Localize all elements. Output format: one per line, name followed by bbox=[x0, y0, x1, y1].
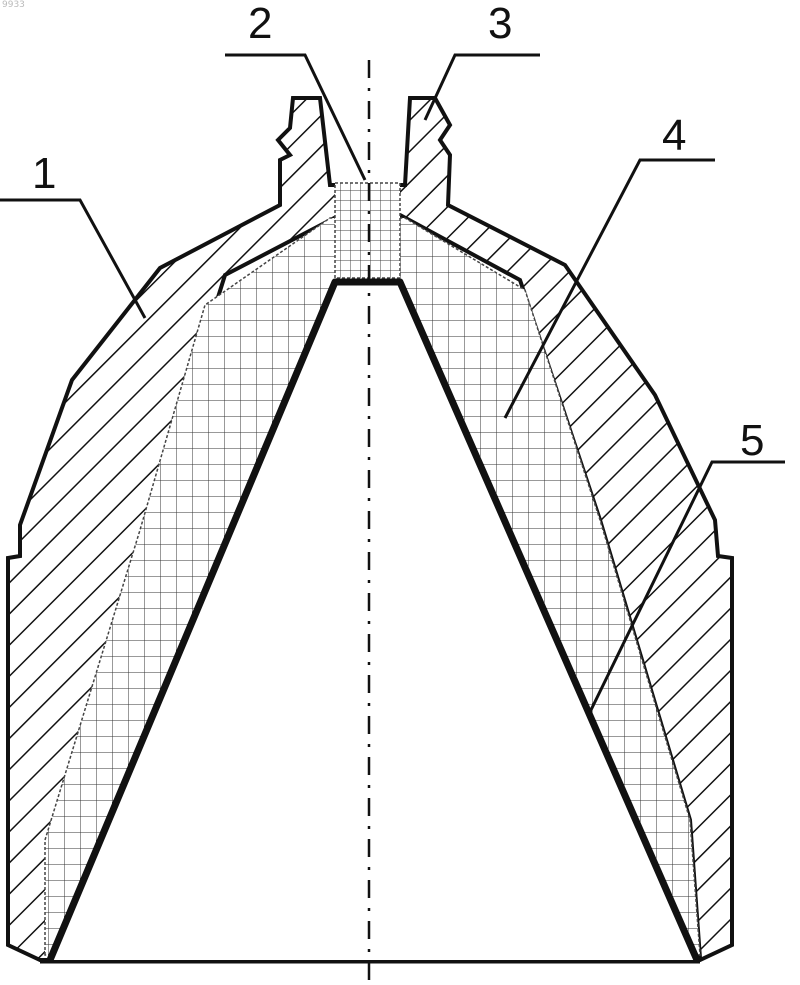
callout-1-leader bbox=[0, 200, 145, 318]
callout-2-number: 2 bbox=[248, 0, 272, 48]
center-plug-section bbox=[335, 183, 400, 278]
callout-3-number: 3 bbox=[488, 0, 512, 48]
callout-1-number: 1 bbox=[32, 149, 56, 198]
callout-4-number: 4 bbox=[662, 111, 686, 160]
callout-1: 1 bbox=[0, 149, 145, 318]
callout-5-number: 5 bbox=[740, 416, 764, 465]
callout-3: 3 bbox=[425, 0, 540, 120]
